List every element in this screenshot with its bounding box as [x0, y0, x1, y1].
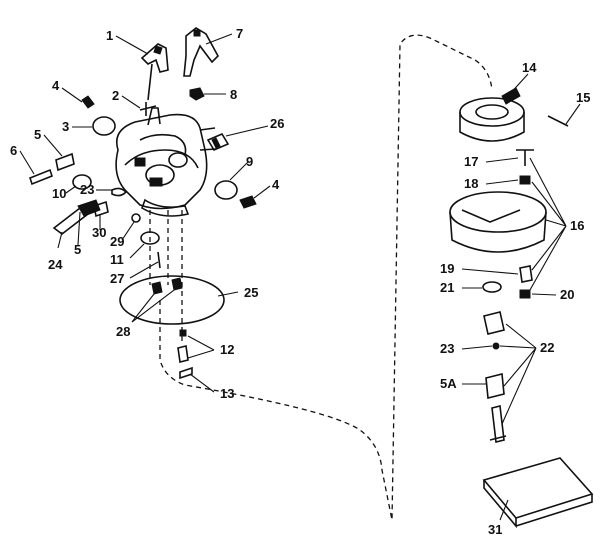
label-5a: 5	[34, 127, 41, 142]
part-28-float-pin-b	[171, 277, 183, 291]
part-9-choke-plate	[214, 180, 238, 200]
label-2: 2	[112, 88, 119, 103]
label-25: 25	[244, 285, 258, 300]
part-14-float-top	[459, 87, 525, 142]
label-23b: 23	[440, 341, 454, 356]
label-7: 7	[236, 26, 243, 41]
part-8-nut	[189, 87, 205, 101]
part-12-spring	[177, 345, 189, 363]
part-19-spring	[519, 265, 533, 283]
label-11: 11	[110, 252, 124, 267]
part-24-head	[77, 199, 101, 217]
part-2-shaft-pin	[139, 102, 157, 116]
part-10-gasket	[72, 174, 92, 190]
leader-lines	[19, 33, 581, 521]
label-1: 1	[106, 28, 113, 43]
label-12: 12	[220, 342, 234, 357]
part-1-throttle-lever	[140, 43, 169, 101]
label-15: 15	[576, 90, 590, 105]
part-26-fitting	[206, 132, 230, 152]
part-6-idle-screw	[29, 168, 53, 186]
label-17: 17	[464, 154, 478, 169]
label-26: 26	[270, 116, 284, 131]
label-10: 10	[52, 186, 66, 201]
label-23a: 23	[80, 182, 94, 197]
label-31: 31	[488, 522, 502, 537]
label-16: 16	[570, 218, 584, 233]
label-5b: 5	[74, 242, 81, 257]
label-13: 13	[220, 386, 234, 401]
label-24: 24	[48, 257, 63, 272]
label-6: 6	[10, 143, 17, 158]
label-20: 20	[560, 287, 574, 302]
label-19: 19	[440, 261, 454, 276]
label-29: 29	[110, 234, 124, 249]
label-8: 8	[230, 87, 237, 102]
label-9: 9	[246, 154, 253, 169]
part-26-thread	[211, 137, 221, 149]
part-labels: 1 7 2 8 4 3 5 6 26 9 4 10 23 30 5 24 29 …	[10, 26, 590, 537]
label-21: 21	[440, 280, 454, 295]
carburetor-body	[115, 107, 217, 217]
label-5A: 5A	[440, 376, 457, 391]
label-14: 14	[522, 60, 537, 75]
part-18-washer	[519, 175, 531, 185]
label-27: 27	[110, 271, 124, 286]
part-4-screw-b	[239, 195, 257, 209]
part-28-float-pin-a	[151, 281, 163, 295]
part-27-pin	[157, 251, 161, 269]
part-13-retainer	[179, 366, 193, 380]
part-20-nut	[519, 289, 531, 299]
dashed-group-outline	[159, 34, 493, 521]
label-28: 28	[116, 324, 130, 339]
part-22-needle-seat-stack	[483, 311, 507, 443]
part-30-seat	[93, 200, 109, 218]
part-16-float-bowl	[449, 191, 547, 253]
label-18: 18	[464, 176, 478, 191]
part-17-screw	[516, 149, 534, 166]
label-4a: 4	[52, 78, 60, 93]
part-31-manual	[482, 457, 594, 529]
part-23-washer-left	[111, 187, 128, 197]
part-3-throttle-plate	[92, 116, 116, 136]
part-7-choke-lever	[183, 27, 219, 77]
part-4-screw-a	[81, 95, 95, 109]
part-15-float-pin	[547, 115, 569, 127]
part-21-washer	[482, 281, 502, 293]
label-4b: 4	[272, 177, 280, 192]
label-3: 3	[62, 119, 69, 134]
part-25-gasket-ring	[119, 275, 225, 325]
label-22: 22	[540, 340, 554, 355]
part-5-spring	[55, 152, 75, 172]
part-12-ball	[179, 329, 187, 337]
label-30: 30	[92, 225, 106, 240]
part-29-ball	[131, 213, 141, 223]
